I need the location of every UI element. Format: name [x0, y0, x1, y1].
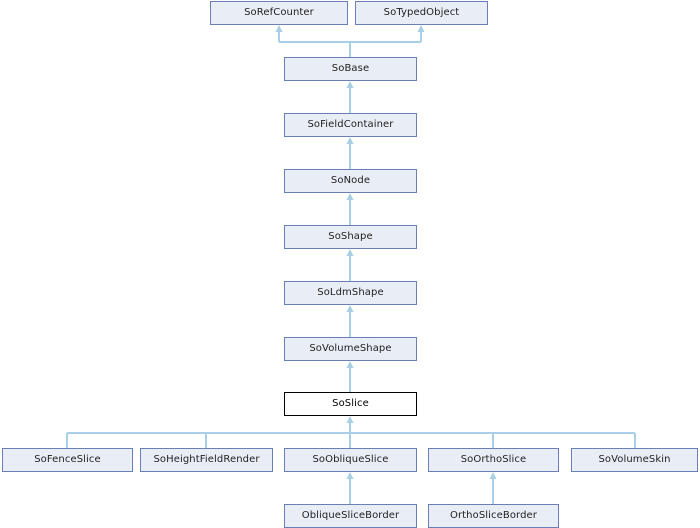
class-box-OrthoSliceBorder[interactable]: OrthoSliceBorder	[428, 504, 559, 528]
class-box-SoSlice[interactable]: SoSlice	[284, 392, 417, 416]
edge-sobase-to-parents	[275, 25, 425, 57]
class-box-SoOrthoSlice[interactable]: SoOrthoSlice	[428, 448, 559, 472]
class-box-SoLdmShape[interactable]: SoLdmShape	[284, 281, 417, 305]
class-box-SoVolumeSkin[interactable]: SoVolumeSkin	[571, 448, 698, 472]
edge-chain-main	[346, 81, 354, 392]
class-box-SoFenceSlice[interactable]: SoFenceSlice	[2, 448, 133, 472]
class-box-SoFieldContainer[interactable]: SoFieldContainer	[284, 113, 417, 137]
class-box-SoHeightFieldRender[interactable]: SoHeightFieldRender	[140, 448, 273, 472]
edge-soslice-children	[66, 416, 636, 448]
class-box-SoVolumeShape[interactable]: SoVolumeShape	[284, 337, 417, 361]
class-box-SoRefCounter[interactable]: SoRefCounter	[210, 1, 348, 25]
class-box-ObliqueSliceBorder[interactable]: ObliqueSliceBorder	[284, 504, 417, 528]
class-box-SoTypedObject[interactable]: SoTypedObject	[355, 1, 488, 25]
edge-border-subclasses	[346, 472, 497, 504]
class-box-SoShape[interactable]: SoShape	[284, 225, 417, 249]
class-box-SoNode[interactable]: SoNode	[284, 169, 417, 193]
class-box-SoObliqueSlice[interactable]: SoObliqueSlice	[284, 448, 417, 472]
class-box-SoBase[interactable]: SoBase	[284, 57, 417, 81]
